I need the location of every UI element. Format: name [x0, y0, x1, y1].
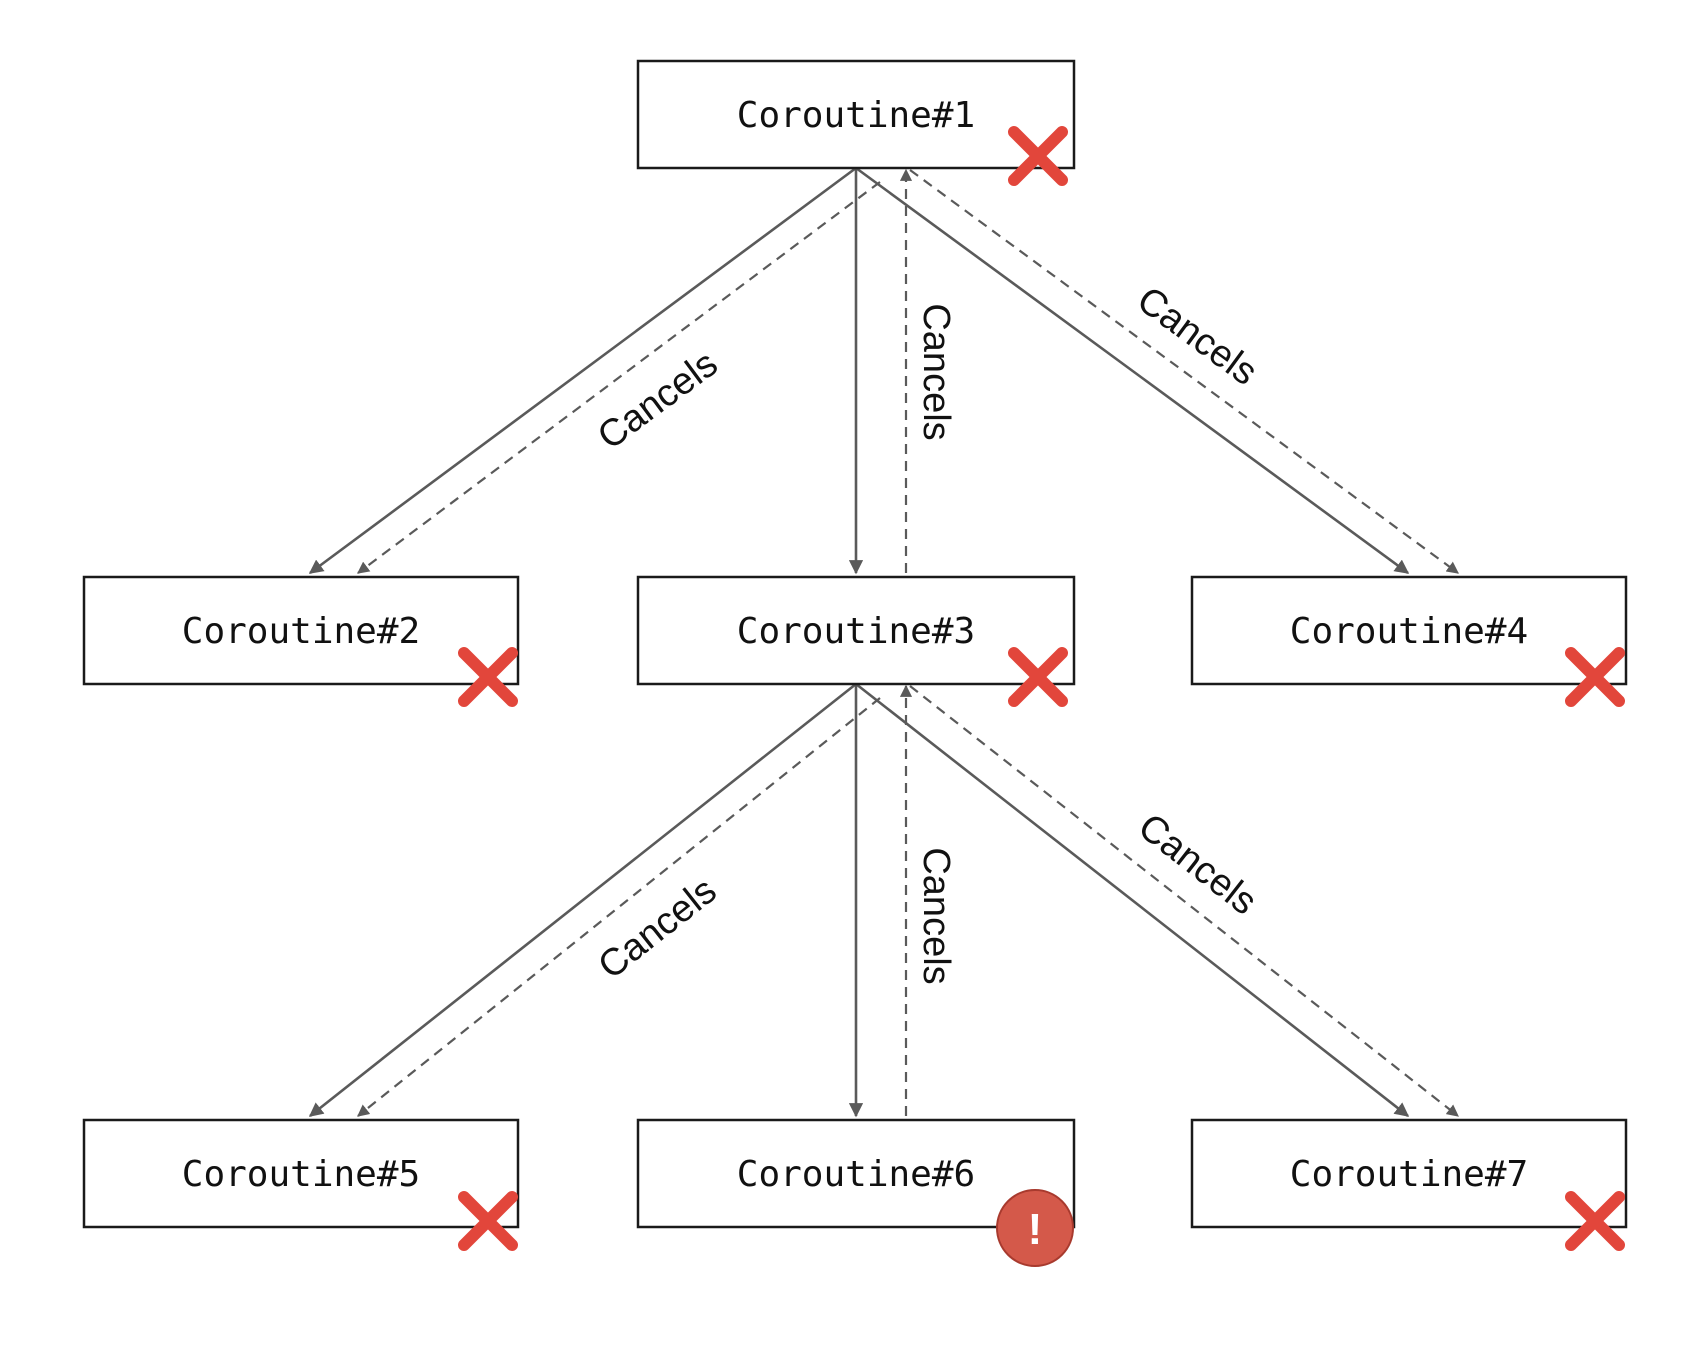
edge-cancel-c1-to-c4 [909, 169, 1459, 574]
node-coroutine-2: Coroutine#2 [82, 575, 520, 707]
edge-label-c6-to-c3: Cancels [915, 847, 957, 984]
node-box [636, 59, 1076, 170]
node-label: Coroutine#2 [182, 611, 420, 652]
edge-c1-to-c2 [308, 166, 857, 575]
cancelled-x-icon [1008, 647, 1068, 707]
node-coroutine-7: Coroutine#7 [1190, 1118, 1628, 1251]
node-box [1190, 1118, 1628, 1229]
edge-c1-to-c4 [855, 166, 1410, 575]
edge-cancel-c3-to-c7 [909, 685, 1459, 1117]
edge-cancel-c1-to-c2 [357, 181, 881, 574]
edge-label-c1-to-c4: Cancels [1129, 279, 1265, 394]
edges-level-1 [308, 166, 1459, 575]
edge-label-c3-to-c1: Cancels [915, 303, 957, 440]
node-coroutine-1: Coroutine#1 [636, 59, 1076, 186]
error-icon: ! [996, 1189, 1074, 1267]
node-coroutine-6: Coroutine#6 ! [636, 1118, 1076, 1267]
node-coroutine-3: Coroutine#3 [636, 575, 1076, 707]
node-label: Coroutine#5 [182, 1154, 420, 1195]
node-label: Coroutine#6 [737, 1154, 975, 1195]
node-box [1190, 575, 1628, 686]
edge-label-c3-to-c7: Cancels [1130, 806, 1264, 924]
node-box [82, 575, 520, 686]
node-box [636, 575, 1076, 686]
edges-level-2 [308, 682, 1459, 1118]
edge-cancel-c3-to-c5 [357, 697, 881, 1117]
node-label: Coroutine#4 [1290, 611, 1528, 652]
cancelled-x-icon [458, 647, 518, 707]
node-label: Coroutine#7 [1290, 1154, 1528, 1195]
edge-label-c1-to-c2: Cancels [590, 343, 725, 458]
cancelled-x-icon [1565, 1191, 1625, 1251]
cancelled-x-icon [1008, 126, 1068, 186]
node-box [82, 1118, 520, 1229]
cancelled-x-icon [458, 1191, 518, 1251]
node-label: Coroutine#1 [737, 95, 975, 136]
node-coroutine-5: Coroutine#5 [82, 1118, 520, 1251]
edge-c3-to-c5 [308, 682, 857, 1118]
edge-c3-to-c7 [855, 682, 1410, 1118]
node-coroutine-4: Coroutine#4 [1190, 575, 1628, 707]
node-label: Coroutine#3 [737, 611, 975, 652]
error-badge-text: ! [1028, 1205, 1043, 1254]
cancelled-x-icon [1565, 647, 1625, 707]
edge-label-c3-to-c5: Cancels [591, 870, 725, 988]
